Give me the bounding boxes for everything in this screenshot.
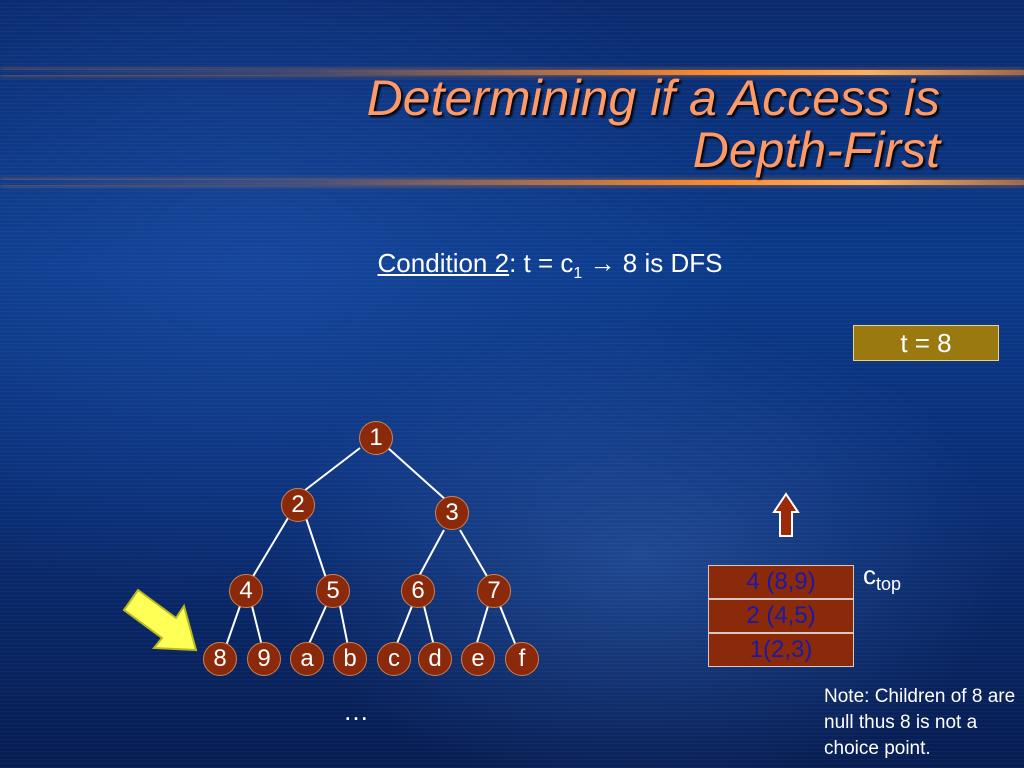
tree-node-1: 1	[359, 421, 393, 455]
tree-node-3: 3	[435, 496, 469, 530]
tree-node-4: 4	[229, 574, 263, 608]
condition-text-b: 8 is DFS	[615, 248, 723, 278]
up-arrow-icon	[772, 492, 800, 537]
condition-statement: Condition 2: t = c1 → 8 is DFS	[0, 248, 1024, 283]
stack-row-middle: 2 (4,5)	[708, 599, 854, 633]
tree-node-5: 5	[316, 574, 350, 608]
condition-label: Condition 2	[377, 248, 510, 278]
tree-node-6: 6	[401, 574, 435, 608]
condition-subscript: 1	[573, 265, 583, 283]
tree-node-e: e	[461, 642, 495, 676]
decorative-streak-bottom	[0, 180, 1024, 185]
choice-point-stack: 4 (8,9) 2 (4,5) 1(2,3)	[708, 565, 854, 667]
tree-node-a: a	[290, 642, 324, 676]
slide-title-line2: Depth-First	[692, 122, 940, 178]
t-value-box: t = 8	[853, 325, 999, 361]
tree-node-9: 9	[247, 642, 281, 676]
tree-node-2: 2	[281, 488, 315, 522]
ellipsis: …	[343, 696, 369, 726]
stack-row-bottom: 1(2,3)	[708, 633, 854, 667]
tree-node-b: b	[333, 642, 367, 676]
decorative-streak-top	[0, 70, 1024, 75]
tree-node-f: f	[505, 642, 539, 676]
tree-node-7: 7	[477, 574, 511, 608]
pointer-arrow-icon	[122, 588, 198, 652]
note-text: Note: Children of 8 are null thus 8 is n…	[824, 686, 1016, 759]
c-top-subscript: top	[876, 574, 902, 595]
slide-title-line1: Determining if a Access is	[366, 70, 940, 126]
c-top-label: ctop	[863, 560, 901, 595]
tree-node-d: d	[418, 642, 452, 676]
tree-node-8: 8	[203, 642, 237, 676]
implies-arrow-icon: →	[589, 248, 616, 278]
tree-node-c: c	[377, 642, 411, 676]
stack-row-top: 4 (8,9)	[708, 565, 854, 599]
condition-text-a: : t = c	[509, 248, 574, 278]
c-top-main: c	[863, 560, 876, 590]
